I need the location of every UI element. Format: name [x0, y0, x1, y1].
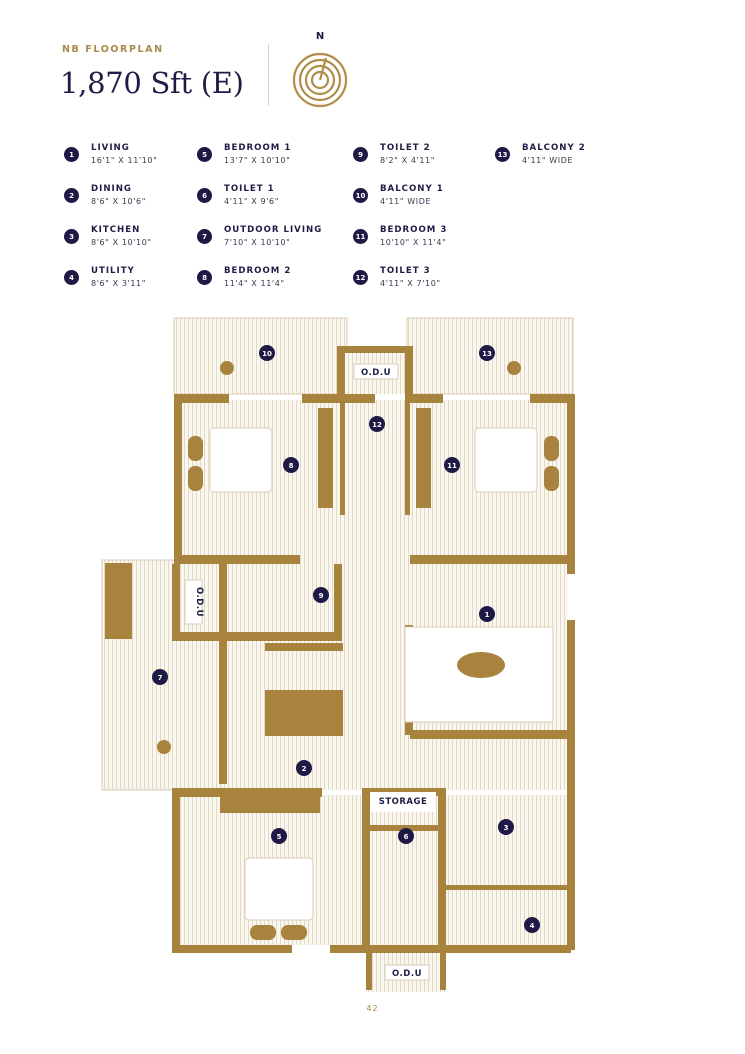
marker-5: 5 — [271, 828, 287, 844]
legend-room-dim: 8'6" X 10'6" — [91, 197, 146, 206]
legend-badge: 12 — [353, 270, 368, 285]
legend-room-name: BEDROOM 3 — [380, 225, 448, 235]
legend-item: 1 LIVING 16'1" X 11'10" — [64, 142, 157, 167]
legend-room-name: OUTDOOR LIVING — [224, 225, 323, 235]
legend-room-dim: 7'10" X 10'10" — [224, 238, 291, 247]
page-number: 42 — [366, 1004, 379, 1013]
legend-badge: 13 — [495, 147, 510, 162]
legend-room-dim: 4'11" X 7'10" — [380, 279, 441, 288]
legend-item: 4 UTILITY 8'6" X 3'11" — [64, 265, 146, 290]
storage-label: STORAGE — [379, 797, 428, 807]
legend-item: 10 BALCONY 1 4'11" WIDE — [353, 183, 444, 208]
compass-north-label: N — [316, 31, 324, 42]
legend-item: 2 DINING 8'6" X 10'6" — [64, 183, 146, 208]
legend-item: 9 TOILET 2 8'2" X 4'11" — [353, 142, 435, 167]
legend-room-name: LIVING — [91, 143, 130, 153]
compass: N — [290, 28, 350, 108]
svg-text:12: 12 — [372, 421, 382, 429]
odu-units: O.D.U O.D.U O.D.U STORAGE — [184, 363, 436, 981]
legend-room-name: BALCONY 1 — [380, 184, 444, 194]
marker-12: 12 — [369, 416, 385, 432]
marker-7: 7 — [152, 669, 168, 685]
legend-badge: 7 — [197, 229, 212, 244]
legend-item: 7 OUTDOOR LIVING 7'10" X 10'10" — [197, 224, 322, 249]
legend-room-dim: 4'11" WIDE — [380, 197, 432, 206]
legend-badge: 5 — [197, 147, 212, 162]
page-title: 1,870 Sft (E) — [60, 66, 244, 100]
svg-text:O.D.U: O.D.U — [361, 368, 391, 378]
svg-text:1: 1 — [485, 611, 490, 619]
legend-room-dim: 8'2" X 4'11" — [380, 156, 435, 165]
legend-room-name: TOILET 3 — [380, 266, 431, 276]
legend-item: 6 TOILET 1 4'11" X 9'6" — [197, 183, 279, 208]
svg-text:4: 4 — [530, 922, 535, 930]
legend-room-name: BEDROOM 2 — [224, 266, 292, 276]
marker-2: 2 — [296, 760, 312, 776]
legend-room-dim: 11'4" X 11'4" — [224, 279, 285, 288]
marker-13: 13 — [479, 345, 495, 361]
legend-room-dim: 4'11" X 9'6" — [224, 197, 279, 206]
marker-8: 8 — [283, 457, 299, 473]
legend-badge: 2 — [64, 188, 79, 203]
legend-item: 8 BEDROOM 2 11'4" X 11'4" — [197, 265, 291, 290]
legend-badge: 11 — [353, 229, 368, 244]
room-legend: 1 LIVING 16'1" X 11'10" 2 DINING 8'6" X 10… — [64, 142, 624, 292]
legend-item: 3 KITCHEN 8'6" X 10'10" — [64, 224, 152, 249]
svg-text:9: 9 — [319, 592, 324, 600]
marker-11: 11 — [444, 457, 460, 473]
legend-badge: 9 — [353, 147, 368, 162]
svg-text:5: 5 — [277, 833, 282, 841]
floorplan-drawing: O.D.U O.D.U O.D.U STORAGE 1 2 3 4 5 6 7 … — [0, 300, 745, 1000]
legend-badge: 3 — [64, 229, 79, 244]
svg-text:O.D.U: O.D.U — [194, 587, 204, 617]
svg-text:10: 10 — [262, 350, 272, 358]
svg-text:7: 7 — [158, 674, 163, 682]
compass-icon: N — [292, 31, 348, 108]
svg-text:3: 3 — [504, 824, 509, 832]
legend-item: 11 BEDROOM 3 10'10" X 11'4" — [353, 224, 447, 249]
floorplan-kicker: NB FLOORPLAN — [62, 44, 164, 55]
svg-text:6: 6 — [404, 833, 409, 841]
legend-item: 12 TOILET 3 4'11" X 7'10" — [353, 265, 441, 290]
legend-room-dim: 10'10" X 11'4" — [380, 238, 447, 247]
legend-badge: 8 — [197, 270, 212, 285]
legend-room-dim: 4'11" WIDE — [522, 156, 574, 165]
legend-room-name: UTILITY — [91, 266, 135, 276]
svg-text:11: 11 — [447, 462, 457, 470]
legend-item: 5 BEDROOM 1 13'7" X 10'10" — [197, 142, 291, 167]
marker-4: 4 — [524, 917, 540, 933]
svg-text:2: 2 — [302, 765, 307, 773]
legend-badge: 6 — [197, 188, 212, 203]
svg-text:8: 8 — [289, 462, 294, 470]
legend-room-dim: 8'6" X 3'11" — [91, 279, 146, 288]
legend-badge: 10 — [353, 188, 368, 203]
legend-room-name: TOILET 2 — [380, 143, 431, 153]
legend-room-name: TOILET 1 — [224, 184, 275, 194]
marker-3: 3 — [498, 819, 514, 835]
floorplan-svg: O.D.U O.D.U O.D.U STORAGE 1 2 3 4 5 6 7 … — [101, 317, 575, 992]
legend-room-name: DINING — [91, 184, 132, 194]
svg-text:O.D.U: O.D.U — [392, 969, 422, 979]
legend-room-name: KITCHEN — [91, 225, 141, 235]
legend-badge: 4 — [64, 270, 79, 285]
marker-9: 9 — [313, 587, 329, 603]
legend-room-dim: 16'1" X 11'10" — [91, 156, 158, 165]
legend-room-dim: 8'6" X 10'10" — [91, 238, 152, 247]
legend-badge: 1 — [64, 147, 79, 162]
header-divider — [268, 44, 269, 106]
marker-10: 10 — [259, 345, 275, 361]
legend-item: 13 BALCONY 2 4'11" WIDE — [495, 142, 586, 167]
legend-room-name: BEDROOM 1 — [224, 143, 292, 153]
marker-6: 6 — [398, 828, 414, 844]
legend-room-name: BALCONY 2 — [522, 143, 586, 153]
marker-1: 1 — [479, 606, 495, 622]
legend-room-dim: 13'7" X 10'10" — [224, 156, 291, 165]
svg-text:13: 13 — [482, 350, 492, 358]
room-markers: 1 2 3 4 5 6 7 8 9 10 11 12 13 — [152, 345, 540, 933]
